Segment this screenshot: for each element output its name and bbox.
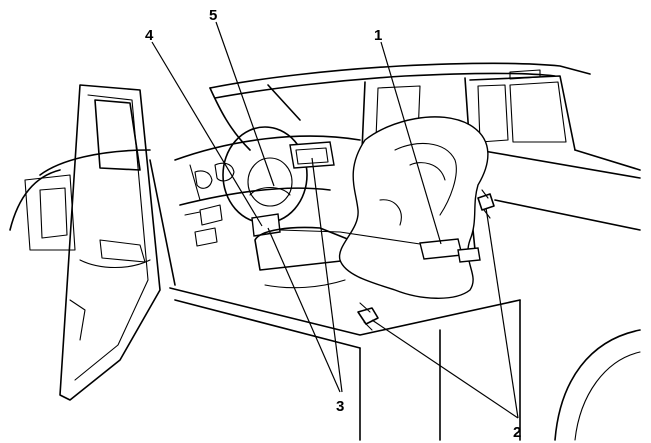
deployed-airbag bbox=[339, 116, 489, 299]
callout-labels: 1 2 3 4 5 bbox=[145, 7, 521, 441]
side-impact-sensor-left bbox=[357, 302, 379, 331]
vehicle-body bbox=[9, 62, 641, 441]
callout-4: 4 bbox=[145, 27, 154, 44]
callout-5: 5 bbox=[209, 7, 217, 24]
callout-3: 3 bbox=[336, 398, 344, 415]
steering-wheel bbox=[222, 126, 308, 224]
callout-2: 2 bbox=[513, 424, 521, 441]
callout-1: 1 bbox=[374, 27, 382, 44]
inflator-module bbox=[419, 238, 481, 263]
leader-lines bbox=[151, 21, 519, 419]
wiring-harness bbox=[279, 229, 421, 245]
passenger-airbag-module bbox=[289, 141, 335, 169]
side-impact-sensor-right bbox=[477, 189, 495, 219]
open-door bbox=[24, 84, 161, 401]
